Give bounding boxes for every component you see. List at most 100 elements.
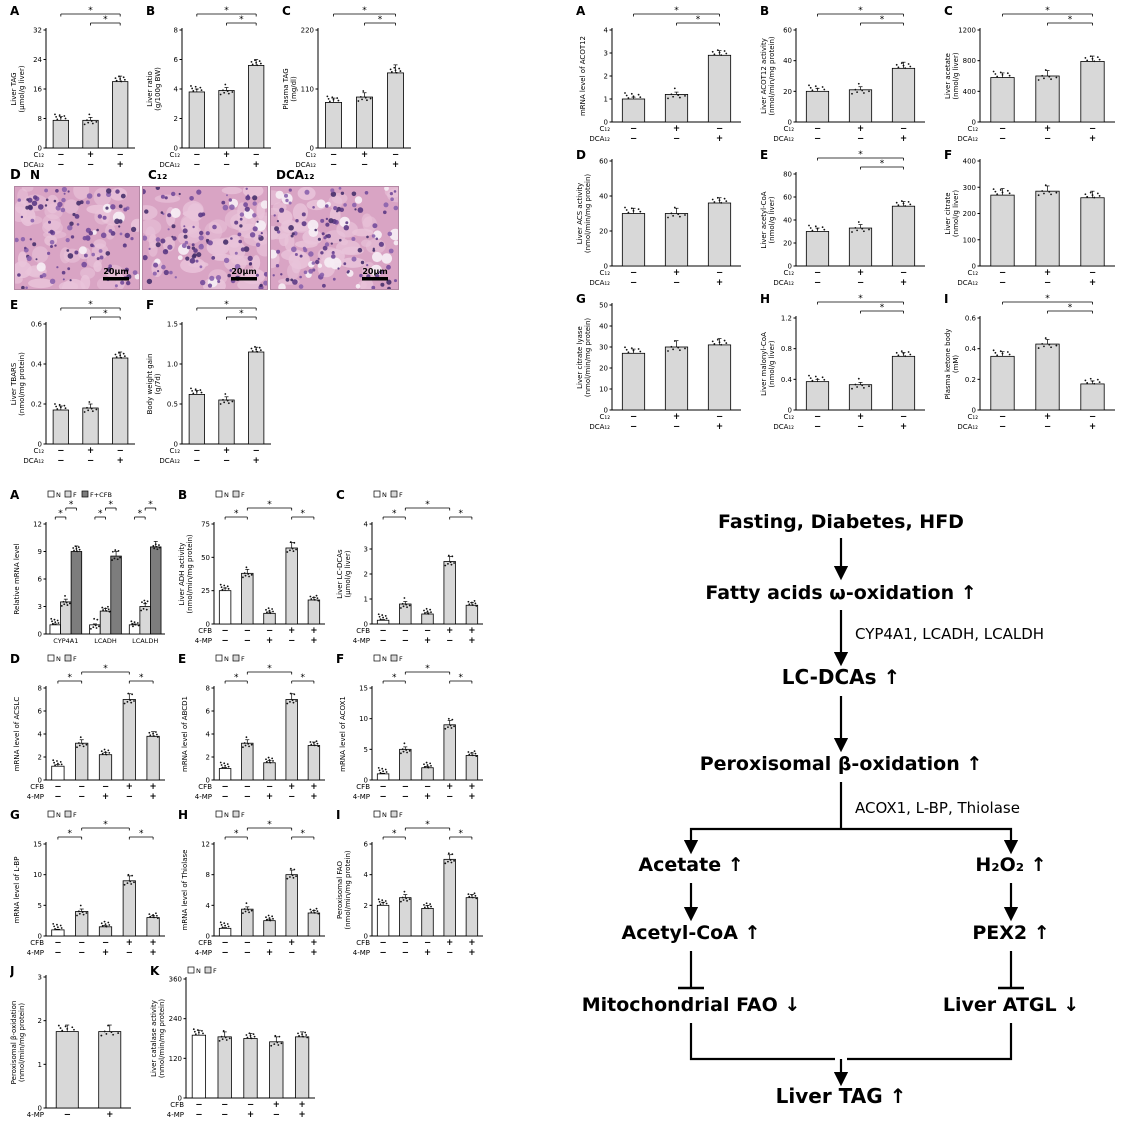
svg-text:0: 0 [38,1105,42,1113]
svg-text:40: 40 [783,217,792,225]
svg-text:C₁₂: C₁₂ [784,269,795,277]
svg-text:−: − [630,278,637,288]
svg-text:*: * [301,829,306,839]
svg-text:−: − [446,948,453,958]
histology-image-dca12: 20μm [260,185,409,298]
svg-text:−: − [380,938,387,948]
svg-text:0.5: 0.5 [167,401,178,409]
svg-text:+: + [716,278,723,288]
svg-text:0: 0 [788,119,792,127]
svg-text:−: − [999,124,1006,134]
svg-text:8: 8 [38,685,42,693]
svg-text:+: + [857,124,864,134]
svg-text:+: + [392,160,399,170]
svg-text:Fasting, Diabetes, HFD: Fasting, Diabetes, HFD [718,511,964,533]
svg-text:0: 0 [364,777,368,785]
svg-text:F: F [241,811,245,819]
svg-text:−: − [999,412,1006,422]
svg-text:Relative mRNA level: Relative mRNA level [13,543,21,614]
svg-text:+: + [468,782,475,792]
svg-text:CFB: CFB [30,939,44,947]
svg-text:*: * [148,500,153,510]
svg-text:*: * [267,664,272,674]
svg-text:−: − [900,412,907,422]
svg-text:60: 60 [783,27,792,35]
svg-text:−: − [402,636,409,646]
svg-text:+: + [716,422,723,432]
svg-text:−: − [900,268,907,278]
svg-text:−: − [673,278,680,288]
svg-text:60: 60 [599,158,608,166]
svg-text:4-MP: 4-MP [353,949,370,957]
svg-text:*: * [1045,6,1050,16]
svg-text:−: − [380,948,387,958]
svg-text:E: E [178,652,186,666]
svg-text:Liver ATGL ↓: Liver ATGL ↓ [943,994,1079,1016]
svg-text:Acetyl-CoA ↑: Acetyl-CoA ↑ [622,922,761,944]
svg-text:4: 4 [364,871,369,879]
svg-text:4: 4 [604,27,609,35]
panel-label-histology: D [10,168,21,183]
svg-text:DCA₁₂: DCA₁₂ [23,161,44,169]
svg-text:*: * [459,509,464,519]
svg-text:0: 0 [38,441,42,449]
svg-text:+: + [857,268,864,278]
svg-text:20μm: 20μm [103,267,128,276]
svg-text:−: − [195,1110,202,1120]
svg-text:*: * [392,509,397,519]
svg-text:−: − [999,278,1006,288]
svg-text:−: − [402,938,409,948]
svg-text:40: 40 [599,323,608,331]
svg-text:A: A [10,488,20,502]
svg-text:0: 0 [174,441,178,449]
svg-text:+: + [150,782,157,792]
svg-text:*: * [880,303,885,313]
svg-text:0.4: 0.4 [965,345,977,353]
svg-text:4-MP: 4-MP [195,793,212,801]
svg-text:220: 220 [301,27,314,35]
svg-text:−: − [266,938,273,948]
svg-text:N: N [56,491,61,499]
svg-text:−: − [446,636,453,646]
svg-text:+: + [253,456,260,466]
histology-image-c12: 20μm [134,184,275,294]
svg-text:F: F [336,652,344,666]
svg-text:mRNA level of ACSLC: mRNA level of ACSLC [13,697,21,772]
svg-text:−: − [78,792,85,802]
svg-text:*: * [88,300,93,310]
svg-text:2: 2 [364,902,368,910]
svg-text:*: * [103,15,108,25]
svg-text:Acetate ↑: Acetate ↑ [638,854,743,876]
svg-text:E: E [760,148,768,162]
svg-text:−: − [999,422,1006,432]
svg-text:*: * [880,159,885,169]
svg-text:8: 8 [206,685,210,693]
svg-text:+: + [468,636,475,646]
svg-text:*: * [103,820,108,830]
svg-text:−: − [402,792,409,802]
svg-text:+: + [900,134,907,144]
svg-text:60: 60 [783,194,792,202]
svg-text:C₁₂: C₁₂ [784,413,795,421]
svg-text:+: + [310,938,317,948]
svg-text:+: + [468,938,475,948]
svg-text:−: − [673,134,680,144]
svg-text:+: + [1044,268,1051,278]
svg-text:5: 5 [38,902,42,910]
svg-text:+: + [1089,134,1096,144]
svg-text:+: + [247,1110,254,1120]
svg-text:A: A [10,4,20,18]
svg-text:−: − [288,948,295,958]
svg-text:F: F [241,491,245,499]
svg-text:CYP4A1: CYP4A1 [53,637,78,645]
svg-text:0.6: 0.6 [965,315,977,323]
svg-text:−: − [57,456,64,466]
